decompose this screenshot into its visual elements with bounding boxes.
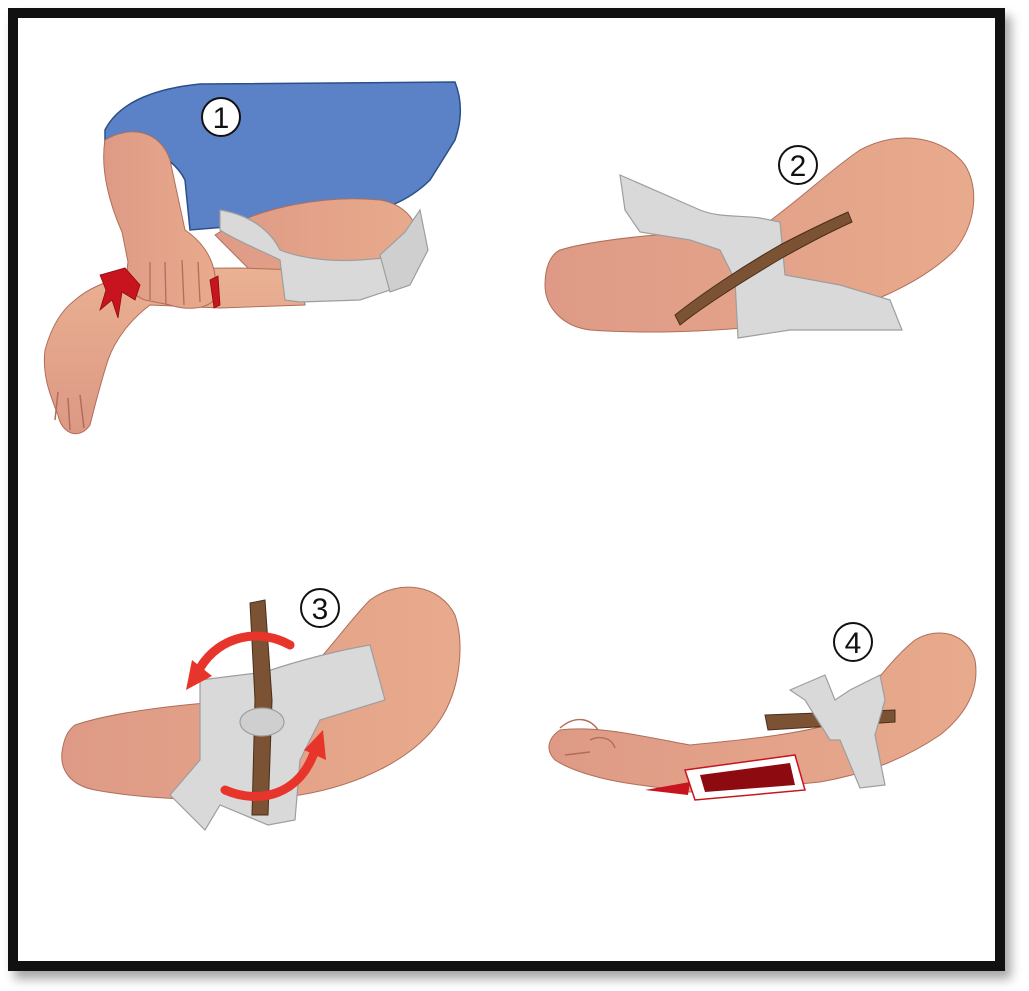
arrow-upper bbox=[195, 631, 295, 673]
injured-hand-fingers bbox=[54, 391, 85, 431]
blood-wound bbox=[99, 267, 221, 319]
step-4-panel: 4 bbox=[548, 622, 977, 801]
helper-fingers bbox=[149, 259, 201, 306]
step-1-number: 1 bbox=[213, 102, 230, 135]
hand-fingers bbox=[559, 718, 616, 756]
twist-arrows bbox=[195, 631, 320, 801]
blood-wound bbox=[645, 782, 690, 795]
arrow-lower-head bbox=[304, 730, 326, 760]
step-2-number: 2 bbox=[790, 150, 807, 183]
bandage-wrap bbox=[219, 209, 391, 303]
arrow-upper-head bbox=[186, 660, 212, 690]
bandage-knot bbox=[239, 707, 285, 737]
step-3-panel: 3 bbox=[61, 586, 461, 831]
stick bbox=[674, 211, 853, 326]
bandage-wrap bbox=[169, 644, 386, 831]
step-1-panel: 1 bbox=[43, 81, 461, 435]
bandage-wrap bbox=[788, 674, 886, 789]
step-2-badge: 2 bbox=[778, 145, 818, 185]
arrow-lower bbox=[220, 745, 320, 801]
bandage-tail bbox=[379, 208, 429, 293]
step-4-number: 4 bbox=[845, 627, 862, 660]
step-3-badge: 3 bbox=[300, 588, 340, 628]
wound bbox=[700, 763, 795, 792]
step-4-badge: 4 bbox=[833, 622, 873, 662]
step-1-badge: 1 bbox=[201, 97, 241, 137]
step-3-number: 3 bbox=[312, 593, 329, 626]
helper-arm bbox=[103, 131, 216, 309]
step-2-panel: 2 bbox=[544, 137, 975, 339]
